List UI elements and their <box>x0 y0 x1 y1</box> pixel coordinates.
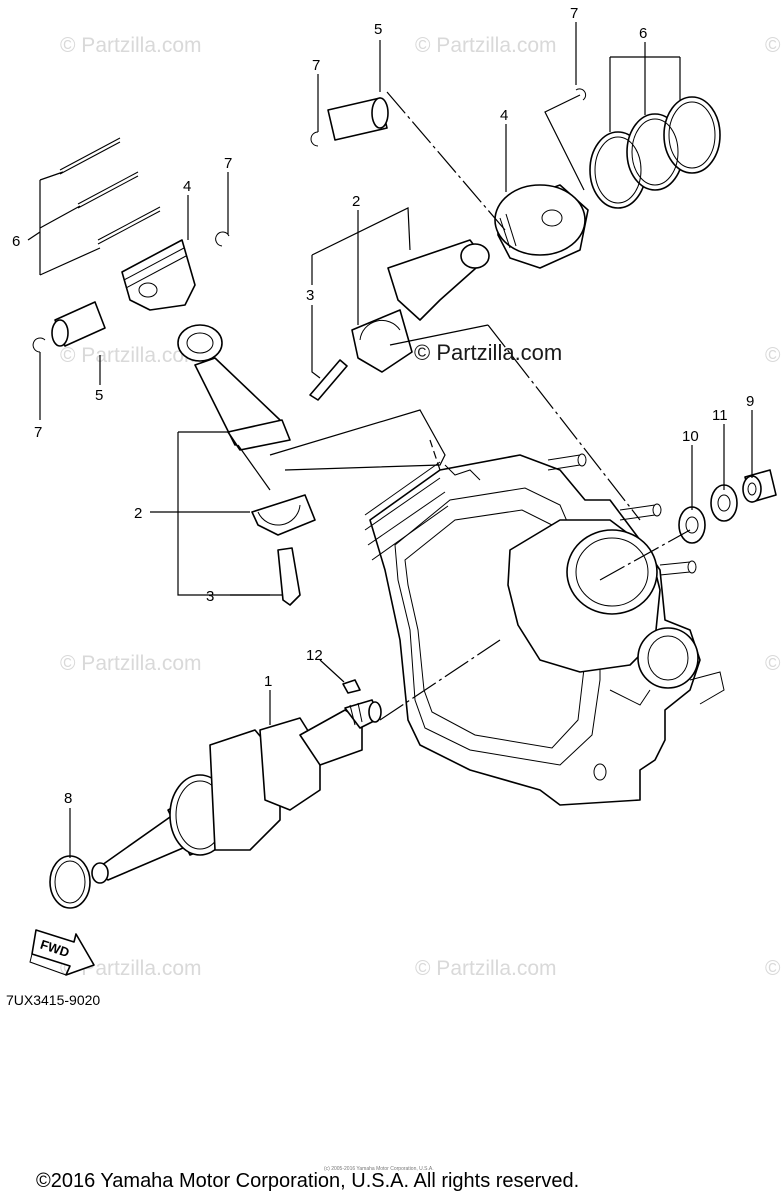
watermark: © Partzilla.com <box>765 34 784 57</box>
leader-lines <box>39 22 753 858</box>
callout-4: 4 <box>183 178 191 195</box>
callout-8: 8 <box>64 790 72 807</box>
callout-7: 7 <box>34 424 42 441</box>
callout-7: 7 <box>312 57 320 74</box>
connecting-rod-upper <box>309 239 490 401</box>
piston-left <box>121 239 196 311</box>
copyright-small: (c) 2005-2016 Yamaha Motor Corporation, … <box>324 1166 434 1172</box>
callout-10: 10 <box>682 428 699 445</box>
watermark: © Partzilla.com <box>415 34 557 57</box>
callout-5: 5 <box>374 21 382 38</box>
callout-3: 3 <box>306 287 314 304</box>
oil-seal-ring <box>49 855 91 909</box>
diagram-code: 7UX3415-9020 <box>6 992 100 1008</box>
callout-11: 11 <box>712 407 728 424</box>
watermark: © Partzilla.com <box>60 652 202 675</box>
callout-7: 7 <box>224 155 232 172</box>
callout-6: 6 <box>639 25 647 42</box>
fwd-arrow-icon: FWD <box>29 929 95 976</box>
watermark: © Partzilla.com <box>765 652 784 675</box>
watermark: © Partzilla.com <box>765 344 784 367</box>
wrist-pin-left <box>51 301 106 347</box>
right-bearing-parts <box>678 469 777 544</box>
watermark: © Partzilla.com <box>415 957 557 980</box>
watermark: © Partzilla.com <box>765 957 784 980</box>
callout-7: 7 <box>570 5 578 22</box>
piston-top <box>494 184 589 269</box>
watermark-main: © Partzilla.com <box>414 340 562 365</box>
callout-12: 12 <box>306 647 323 664</box>
callout-1: 1 <box>264 673 272 690</box>
crankcase <box>364 453 725 806</box>
watermark: © Partzilla.com <box>60 957 202 980</box>
piston-rings-left <box>59 137 161 245</box>
copyright-text: ©2016 Yamaha Motor Corporation, U.S.A. A… <box>36 1170 579 1192</box>
wrist-pin-top <box>310 97 389 147</box>
callout-2: 2 <box>352 193 360 210</box>
callout-9: 9 <box>746 393 754 410</box>
callout-4: 4 <box>500 107 508 124</box>
callout-2: 2 <box>134 505 142 522</box>
piston-rings-top <box>575 88 721 209</box>
watermark: © Partzilla.com <box>60 34 202 57</box>
connecting-rod-lower <box>177 324 316 606</box>
callout-3: 3 <box>206 588 214 605</box>
callout-5: 5 <box>95 387 103 404</box>
watermark: © Partzilla.com <box>60 344 202 367</box>
crankshaft <box>91 679 382 884</box>
callout-numbers: 5 7 7 6 4 2 3 6 4 7 5 7 9 11 10 2 3 12 1… <box>12 5 754 807</box>
callout-6: 6 <box>12 233 20 250</box>
clip-left <box>32 231 230 353</box>
